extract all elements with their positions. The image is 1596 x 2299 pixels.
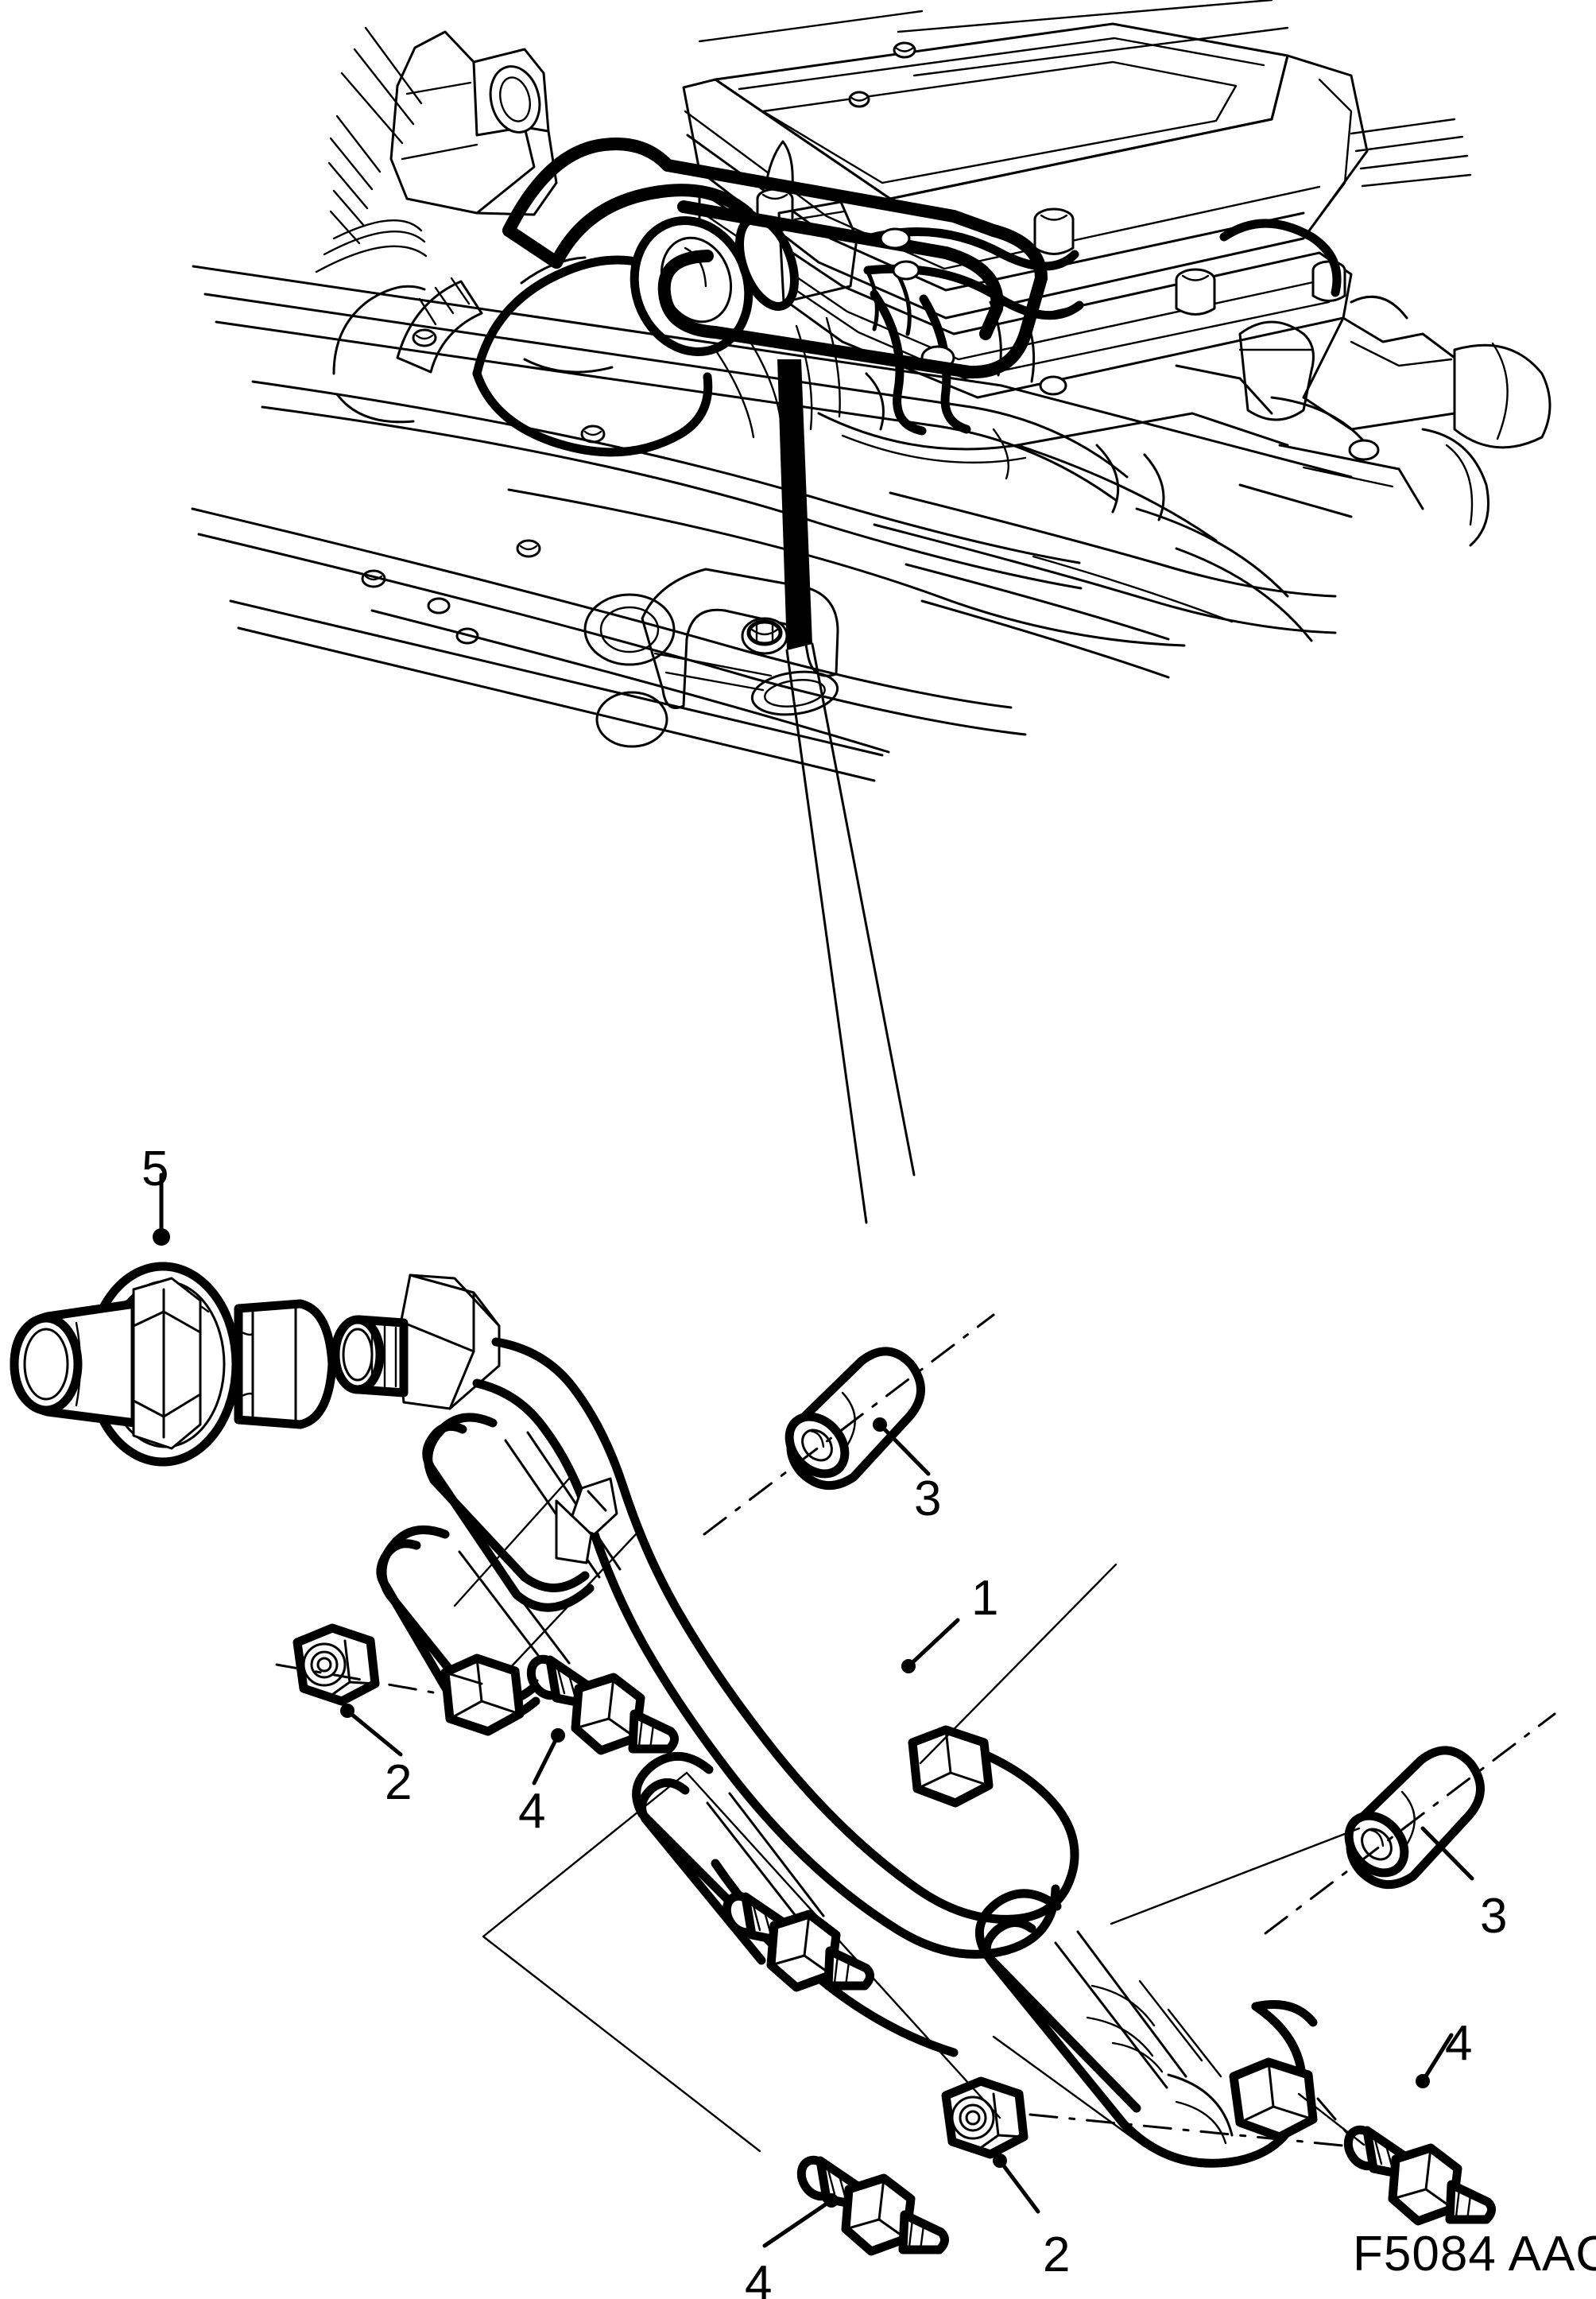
radiator-support-crossmember — [191, 265, 1353, 782]
callout-number-1: 1 — [971, 1571, 999, 1626]
pipe-hex-boss — [908, 1725, 994, 1808]
callout-number-2: 2 — [385, 1755, 413, 1810]
callout-number-4-bottom: 4 — [745, 2256, 773, 2299]
part-2-nut-bottom — [941, 2076, 1028, 2159]
callout-number-3: 3 — [914, 1471, 942, 1526]
callout-number-2-bottom: 2 — [1043, 2227, 1071, 2282]
part-1-pipe-assembly — [331, 1274, 1318, 2168]
assembly-guide-lines — [453, 1477, 1366, 2153]
part-2-nut-upper — [292, 1623, 380, 1706]
valve-cover-stud — [1175, 268, 1216, 316]
callout-number-4: 4 — [518, 1784, 546, 1839]
part-5-union-bolt-with-washer — [10, 1262, 337, 1467]
callout-number-5: 5 — [141, 1142, 169, 1196]
part-4-banjo-bolt-upper-left — [526, 1654, 679, 1755]
callout-number-3-lower: 3 — [1480, 1889, 1508, 1944]
part-3-bushing-upper — [784, 1347, 925, 1491]
callout-leaders — [153, 1173, 1474, 2248]
pipe-hex-boss — [1229, 2057, 1318, 2142]
explosion-axis-lines — [275, 1313, 1556, 2148]
part-4-banjo-bolt-mid-left — [722, 1891, 874, 1992]
support-mounting-bracket — [641, 568, 839, 709]
part-4-banjo-bolt-bottom — [796, 2155, 949, 2256]
callout-number-4-lower-right: 4 — [1445, 2016, 1473, 2071]
figure-code: F5084 AAC94 — [1353, 2227, 1596, 2282]
valve-cover-stud — [756, 140, 794, 233]
pipe-hex-boss — [440, 1653, 525, 1736]
installed-pipe-assembly — [502, 138, 1048, 379]
part-4-banjo-bolt-bottom-right — [1343, 2125, 1496, 2226]
engine-accessories — [315, 26, 1489, 547]
engine-block-lower-detail — [1219, 219, 1408, 421]
